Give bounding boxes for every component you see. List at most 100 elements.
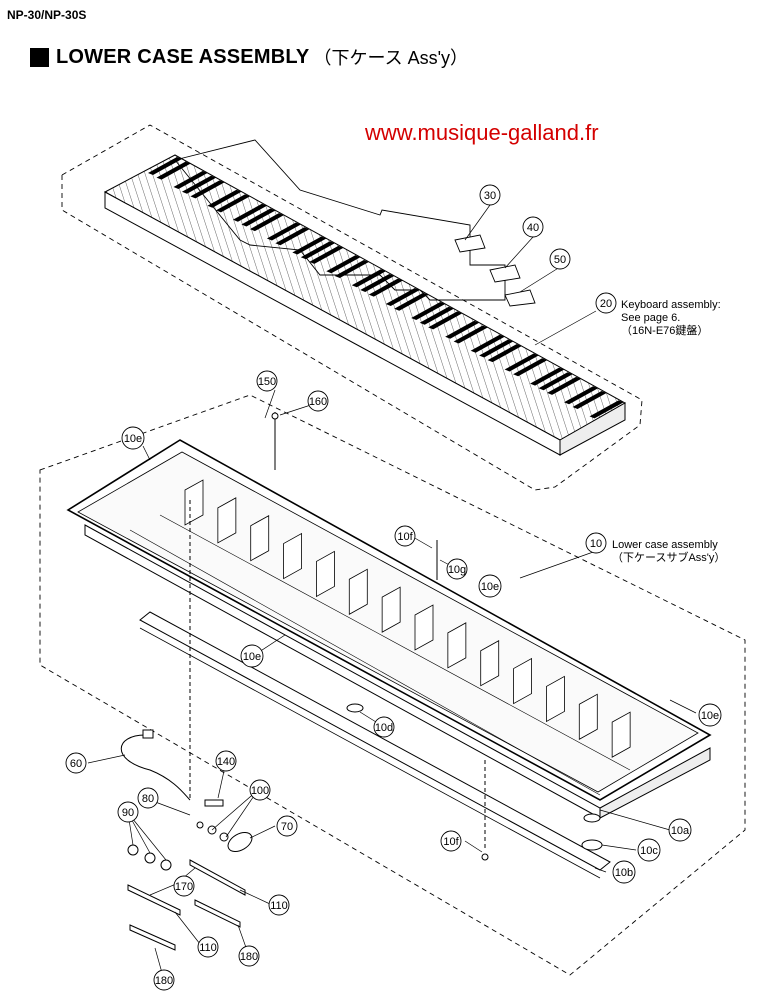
black-key: [564, 386, 599, 405]
black-key: [181, 175, 216, 194]
black-key: [479, 339, 514, 358]
black-key: [190, 180, 225, 199]
callout-circle: [394, 525, 416, 547]
case-rib: [611, 711, 631, 758]
callout-circle: [268, 894, 290, 916]
section-heading: LOWER CASE ASSEMBLY （下ケース Ass'y）: [30, 44, 468, 70]
black-key: [266, 222, 301, 241]
black-key: [513, 358, 548, 377]
callout-label: 180: [155, 975, 173, 987]
callout-label: 10a: [671, 825, 690, 837]
callout-circle: [585, 532, 607, 554]
callout-circle: [668, 818, 692, 842]
black-key: [547, 376, 582, 395]
heading-title-jp: （下ケース Ass'y）: [313, 48, 469, 68]
black-key: [428, 311, 463, 330]
callout-label: 160: [309, 396, 327, 408]
callout-circle: [446, 558, 468, 580]
black-keys: [148, 157, 624, 419]
case-rib: [217, 497, 237, 544]
lower-case-assembly: [66, 412, 712, 879]
black-key: [207, 189, 242, 208]
keyboard-boundary: [61, 124, 643, 491]
callout-label: 90: [122, 807, 134, 819]
callout-label: 10d: [375, 722, 393, 734]
callout-label: 140: [217, 756, 235, 768]
callout-label: 150: [258, 376, 276, 388]
black-key: [360, 273, 395, 292]
callout-circle: [698, 703, 722, 727]
case-rib: [513, 657, 532, 705]
callout-label: 70: [281, 821, 293, 833]
case-rib: [348, 568, 368, 615]
callout-label: 20: [600, 298, 612, 310]
black-key: [453, 325, 488, 344]
callout-label: 10: [590, 538, 602, 550]
model-number: NP-30/NP-30S: [7, 8, 87, 22]
case-ribs: [184, 479, 631, 758]
black-key: [572, 390, 607, 409]
callout-label: 180: [240, 951, 258, 963]
black-key: [156, 161, 191, 180]
watermark-url: www.musique-galland.fr: [365, 120, 599, 145]
black-key: [334, 259, 369, 278]
case-rib: [546, 675, 565, 723]
black-key: [445, 320, 480, 339]
black-key: [470, 334, 505, 353]
callout-circle: [373, 716, 395, 738]
black-key: [394, 292, 429, 311]
lower-case-note-line1: Lower case assembly: [612, 539, 718, 551]
case-rib: [381, 586, 401, 633]
black-key: [241, 208, 276, 227]
black-key: [275, 227, 310, 246]
black-key: [589, 400, 624, 419]
callout-label: 30: [484, 190, 496, 202]
callout-circle: [197, 936, 219, 958]
black-key: [292, 236, 327, 255]
keyboard-assembly: [103, 139, 627, 456]
callout-circle: [137, 787, 159, 809]
callout-label: 10f: [397, 531, 413, 543]
lower-case-boundary: [39, 394, 746, 976]
callout-label: 10b: [615, 867, 633, 879]
callout-label: 110: [199, 942, 217, 954]
black-key: [300, 241, 335, 260]
callout-circle: [307, 390, 329, 412]
black-key: [215, 194, 250, 213]
callout-circle: [238, 945, 260, 967]
callout-circle: [215, 750, 237, 772]
callout-label: 10e: [243, 651, 261, 663]
black-key: [487, 344, 522, 363]
black-key: [351, 269, 386, 288]
case-rib: [414, 604, 434, 651]
black-key: [249, 213, 284, 232]
black-key: [504, 353, 539, 372]
case-rib: [578, 693, 598, 740]
callout-label: 10f: [443, 836, 459, 848]
black-key: [530, 367, 565, 386]
callout-label: 10e: [481, 581, 499, 593]
black-key: [538, 372, 573, 391]
callout-circle: [612, 860, 636, 884]
bottom-parts: [120, 729, 253, 951]
case-rib: [283, 532, 302, 580]
black-key: [232, 203, 267, 222]
callout-circle: [173, 875, 195, 897]
callout-label: 50: [554, 254, 566, 266]
heading-title: LOWER CASE ASSEMBLY: [56, 45, 310, 68]
callout-label: 110: [270, 900, 288, 912]
callout-circle: [440, 830, 462, 852]
case-rib: [316, 550, 335, 598]
callout-circle: [479, 184, 501, 206]
callout-label: 40: [527, 222, 539, 234]
callout-circle: [595, 292, 617, 314]
case-rib: [480, 640, 500, 687]
callout-circle: [256, 370, 278, 392]
callout-label: 10g: [448, 564, 466, 576]
black-key: [368, 278, 403, 297]
lower-case-note: Lower case assembly （下ケースサブAss'y）: [612, 539, 725, 565]
callout-label: 100: [251, 785, 269, 797]
